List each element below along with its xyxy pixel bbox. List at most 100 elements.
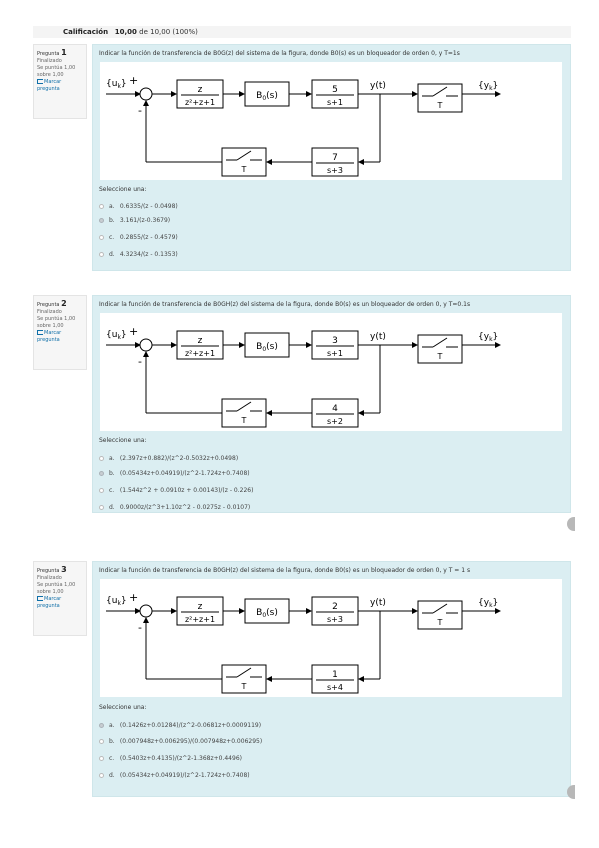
block-z-transfer [176, 330, 224, 360]
input-signal: {uk} [106, 330, 127, 341]
question-1: Pregunta 1 Finalizado Se puntúa 1,00 sob… [33, 44, 571, 271]
answer-radio[interactable] [99, 218, 104, 223]
summing-minus: - [138, 104, 142, 117]
option-text: (2.397z+0.882)/(z^2-0.5032z+0.0498) [119, 455, 239, 462]
answer-radio[interactable] [99, 204, 104, 209]
answer-radio[interactable] [99, 471, 104, 476]
question-3: Pregunta 3 Finalizado Se puntúa 1,00 sob… [33, 561, 571, 797]
output-label: y(t) [370, 81, 386, 91]
svg-text:s+2: s+2 [327, 417, 343, 426]
block-diagram: {uk} + - z z²+z+1 B0(s) 3 s+1 y(t) T {yk… [106, 325, 501, 428]
svg-text:T: T [437, 101, 443, 110]
scroll-handle[interactable] [567, 517, 575, 531]
answer-option[interactable]: b. 3.161/(z-0.3679) [99, 217, 170, 224]
option-text: (0.05434z+0.04919)/(z^2-1.724z+0.7408) [119, 772, 250, 779]
block-diagram: {uk} + - z z²+z+1 B0(s) 5 s+1 y(t) T {yk… [106, 74, 501, 177]
option-text: (0.1426z+0.01284)/(z^2-0.0681z+0.0009119… [119, 722, 262, 729]
question-score: Se puntúa 1,00 sobre 1,00 [37, 316, 76, 329]
plant-block [311, 79, 359, 109]
answer-option[interactable]: c. (0.5403z+0.4135)/(z^2-1.368z+0.4496) [99, 755, 242, 762]
hold-block [244, 81, 290, 107]
answer-option[interactable]: a. 0.6335/(z - 0.0498) [99, 203, 178, 210]
answer-option[interactable]: a. (0.1426z+0.01284)/(z^2-0.0681z+0.0009… [99, 722, 261, 729]
flag-icon [37, 79, 43, 84]
option-text: 0.6335/(z - 0.0498) [119, 203, 178, 210]
svg-text:T: T [437, 352, 443, 361]
svg-text:z²+z+1: z²+z+1 [185, 615, 215, 624]
answer-option[interactable]: d. (0.05434z+0.04919)/(z^2-1.724z+0.7408… [99, 772, 250, 779]
summing-plus: + [129, 74, 138, 87]
option-text: (0.007948z+0.006295)/(0.007948z+0.006295… [119, 738, 263, 745]
input-signal: {uk} [106, 79, 127, 90]
output-label: y(t) [370, 598, 386, 608]
svg-text:5: 5 [332, 85, 338, 95]
svg-text:B0(s): B0(s) [256, 91, 278, 102]
grade-summary: Calificación 10,00 de 10,00 (100%) [33, 26, 571, 38]
answer-radio[interactable] [99, 456, 104, 461]
question-content: Indicar la función de transferencia de B… [92, 295, 571, 513]
flag-question-link[interactable]: Marcar pregunta [37, 596, 62, 609]
svg-text:T: T [241, 682, 247, 691]
answer-option[interactable]: c. (1.544z^2 + 0.0910z + 0.00143)/(z - 0… [99, 487, 253, 494]
svg-text:3: 3 [332, 336, 338, 346]
answer-option[interactable]: a. (2.397z+0.882)/(z^2-0.5032z+0.0498) [99, 455, 238, 462]
output-sampler [417, 83, 463, 113]
answer-option[interactable]: c. 0.2855/(z - 0.4579) [99, 234, 178, 241]
answer-radio[interactable] [99, 252, 104, 257]
option-letter: b. [109, 738, 115, 745]
svg-text:s+4: s+4 [327, 683, 343, 692]
output-signal: {yk} [478, 332, 498, 343]
question-status: Finalizado [37, 309, 62, 315]
option-letter: c. [109, 755, 115, 762]
svg-text:z²+z+1: z²+z+1 [185, 98, 215, 107]
option-letter: c. [109, 234, 115, 241]
flag-question-link[interactable]: Marcar pregunta [37, 330, 62, 343]
question-number: Pregunta 3 [37, 565, 67, 575]
option-letter: d. [109, 772, 115, 779]
svg-text:B0(s): B0(s) [256, 342, 278, 353]
summing-junction [139, 87, 153, 101]
option-text: 3.161/(z-0.3679) [119, 217, 171, 224]
option-letter: a. [109, 203, 115, 210]
answer-option[interactable]: d. 0.9000z/(z^3+1.10z^2 - 0.0275z - 0.01… [99, 504, 250, 511]
plant-block [311, 596, 359, 626]
option-text: 4.3234/(z - 0.1353) [119, 251, 178, 258]
option-text: (0.5403z+0.4135)/(z^2-1.368z+0.4496) [119, 755, 242, 762]
question-text: Indicar la función de transferencia de B… [99, 301, 471, 308]
answer-option[interactable]: b. (0.007948z+0.006295)/(0.007948z+0.006… [99, 738, 262, 745]
summing-plus: + [129, 591, 138, 604]
answer-radio[interactable] [99, 773, 104, 778]
option-letter: a. [109, 722, 115, 729]
scroll-handle[interactable] [567, 785, 575, 799]
grade-value: 10,00 [114, 28, 137, 36]
grade-suffix: de 10,00 (100%) [139, 28, 198, 36]
svg-text:T: T [241, 416, 247, 425]
svg-text:s+3: s+3 [327, 615, 343, 624]
flag-question-link[interactable]: Marcar pregunta [37, 79, 62, 92]
answer-radio[interactable] [99, 723, 104, 728]
answer-radio[interactable] [99, 488, 104, 493]
option-text: (0.05434z+0.04919)/(z^2-1.724z+0.7408) [119, 470, 250, 477]
svg-text:7: 7 [332, 153, 338, 163]
question-number: Pregunta 2 [37, 299, 67, 309]
question-info: Pregunta 1 Finalizado Se puntúa 1,00 sob… [33, 44, 87, 119]
option-letter: b. [109, 470, 115, 477]
answer-radio[interactable] [99, 505, 104, 510]
feedback-sampler [221, 664, 267, 694]
input-signal: {uk} [106, 596, 127, 607]
output-sampler [417, 334, 463, 364]
answer-radio[interactable] [99, 739, 104, 744]
question-2: Pregunta 2 Finalizado Se puntúa 1,00 sob… [33, 295, 571, 513]
option-letter: a. [109, 455, 115, 462]
answer-option[interactable]: b. (0.05434z+0.04919)/(z^2-1.724z+0.7408… [99, 470, 250, 477]
summing-junction [139, 338, 153, 352]
answer-radio[interactable] [99, 756, 104, 761]
answer-radio[interactable] [99, 235, 104, 240]
question-text: Indicar la función de transferencia de B… [99, 50, 460, 57]
question-text: Indicar la función de transferencia de B… [99, 567, 471, 574]
flag-icon [37, 596, 43, 601]
question-score: Se puntúa 1,00 sobre 1,00 [37, 65, 76, 78]
answer-option[interactable]: d. 4.3234/(z - 0.1353) [99, 251, 178, 258]
question-content: Indicar la función de transferencia de B… [92, 561, 571, 797]
option-letter: b. [109, 217, 115, 224]
